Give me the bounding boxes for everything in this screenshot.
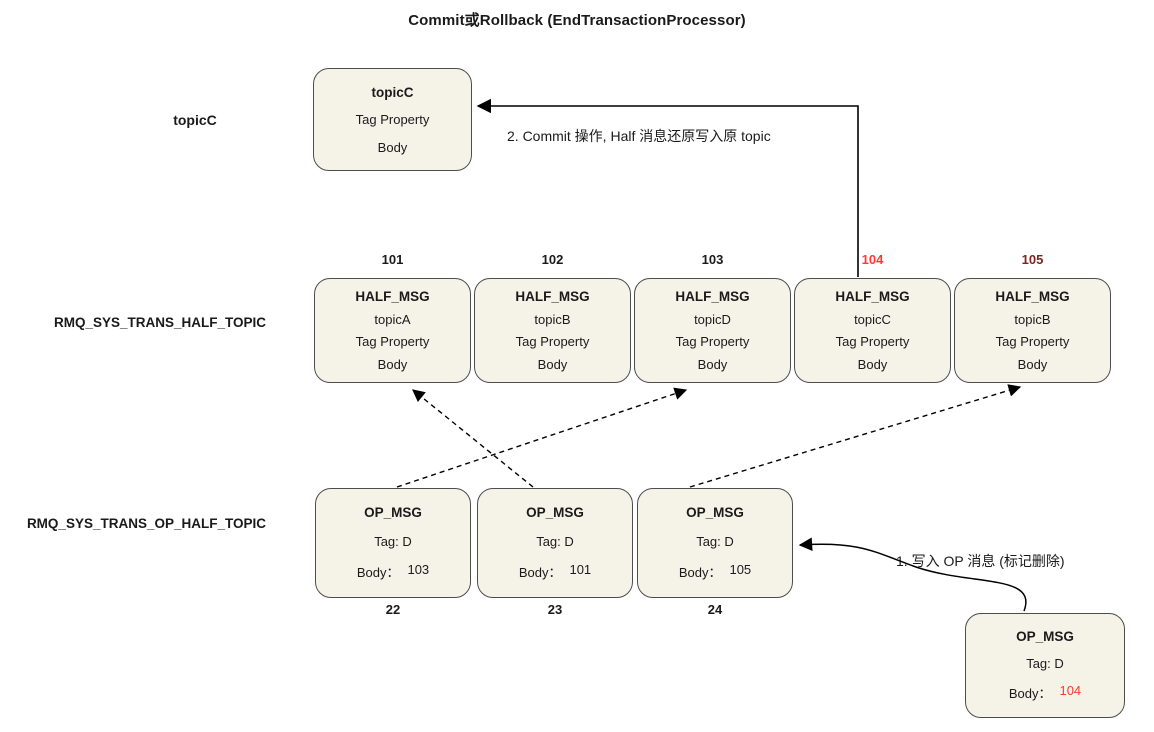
half-msg-offset-103: 103 xyxy=(701,252,724,267)
half-msg-topic: topicB xyxy=(1014,311,1051,327)
topicc-message-box: topicC Tag Property Body xyxy=(313,68,472,171)
half-msg-box-102: HALF_MSG topicB Tag Property Body xyxy=(474,278,631,383)
op-msg-body-label: Body： xyxy=(356,564,400,580)
half-msg-box-103: HALF_MSG topicD Tag Property Body xyxy=(634,278,791,383)
topicc-box-tag: Tag Property xyxy=(355,112,430,127)
op-msg-body-value: 105 xyxy=(729,561,752,577)
half-msg-body: Body xyxy=(537,356,568,372)
half-msg-offset-102: 102 xyxy=(541,252,564,267)
op-msg-body-line: Body： 105 xyxy=(679,562,751,581)
half-msg-tag: Tag Property xyxy=(995,334,1070,350)
op-msg-body-label: Body： xyxy=(518,564,562,580)
half-msg-body: Body xyxy=(377,356,408,372)
half-msg-title: HALF_MSG xyxy=(675,289,750,305)
half-msg-topic: topicB xyxy=(534,311,571,327)
op-msg-box-23: OP_MSG Tag: D Body： 101 xyxy=(477,488,633,598)
op-msg-body-line: Body： 101 xyxy=(519,562,591,581)
op-topic-row-label: RMQ_SYS_TRANS_OP_HALF_TOPIC xyxy=(26,516,266,531)
half-msg-title: HALF_MSG xyxy=(835,289,910,305)
topicc-box-title: topicC xyxy=(371,84,414,100)
op-msg-tag: Tag: D xyxy=(536,533,574,549)
half-msg-box-105: HALF_MSG topicB Tag Property Body xyxy=(954,278,1111,383)
dashed-arrow-op22-to-half103 xyxy=(396,387,688,488)
half-msg-offset-105: 105 xyxy=(1021,252,1044,267)
op-msg-offset-24: 24 xyxy=(707,602,723,617)
op-msg-body-value: 101 xyxy=(569,561,592,577)
new-op-msg-body-value: 104 xyxy=(1059,683,1082,698)
dashed-arrow-op24-to-half105 xyxy=(689,384,1022,488)
half-msg-topic: topicC xyxy=(854,311,891,327)
dashed-arrow-op23-to-half101 xyxy=(412,389,534,488)
op-msg-tag: Tag: D xyxy=(696,533,734,549)
new-op-msg-body-line: Body： 104 xyxy=(1009,683,1081,702)
half-msg-tag: Tag Property xyxy=(835,334,910,350)
half-msg-body: Body xyxy=(1017,356,1048,372)
half-msg-tag: Tag Property xyxy=(675,334,750,350)
half-topic-row-label: RMQ_SYS_TRANS_HALF_TOPIC xyxy=(53,315,266,330)
op-msg-offset-22: 22 xyxy=(385,602,401,617)
half-msg-topic: topicA xyxy=(374,311,411,327)
commit-step-note: 2. Commit 操作, Half 消息还原写入原 topic xyxy=(507,128,771,144)
op-msg-body-line: Body： 103 xyxy=(357,562,429,581)
half-msg-title: HALF_MSG xyxy=(995,289,1070,305)
op-msg-title: OP_MSG xyxy=(526,505,584,521)
half-msg-title: HALF_MSG xyxy=(355,289,430,305)
op-msg-body-label: Body： xyxy=(678,564,722,580)
half-msg-box-101: HALF_MSG topicA Tag Property Body xyxy=(314,278,471,383)
half-msg-offset-101: 101 xyxy=(381,252,404,267)
op-msg-title: OP_MSG xyxy=(364,505,422,521)
new-op-msg-body-label: Body： xyxy=(1008,686,1052,701)
half-msg-body: Body xyxy=(857,356,888,372)
op-msg-body-value: 103 xyxy=(407,561,430,577)
op-msg-offset-23: 23 xyxy=(547,602,563,617)
topicc-row-label: topicC xyxy=(173,112,217,128)
half-msg-topic: topicD xyxy=(694,311,731,327)
new-op-msg-title: OP_MSG xyxy=(1016,629,1074,644)
half-msg-box-104: HALF_MSG topicC Tag Property Body xyxy=(794,278,951,383)
half-msg-title: HALF_MSG xyxy=(515,289,590,305)
half-msg-offset-104: 104 xyxy=(861,252,884,267)
half-msg-tag: Tag Property xyxy=(515,334,590,350)
new-op-msg-tag: Tag: D xyxy=(1026,656,1064,671)
topicc-box-body: Body xyxy=(377,139,408,155)
op-msg-box-24: OP_MSG Tag: D Body： 105 xyxy=(637,488,793,598)
op-msg-box-22: OP_MSG Tag: D Body： 103 xyxy=(315,488,471,598)
half-msg-body: Body xyxy=(697,356,728,372)
op-msg-title: OP_MSG xyxy=(686,505,744,521)
op-msg-tag: Tag: D xyxy=(374,533,412,549)
diagram-title: Commit或Rollback (EndTransactionProcessor… xyxy=(408,12,746,29)
new-op-msg-box: OP_MSG Tag: D Body： 104 xyxy=(965,613,1125,718)
op-write-step-note: 1. 写入 OP 消息 (标记删除) xyxy=(896,553,1065,569)
half-msg-tag: Tag Property xyxy=(355,334,430,350)
